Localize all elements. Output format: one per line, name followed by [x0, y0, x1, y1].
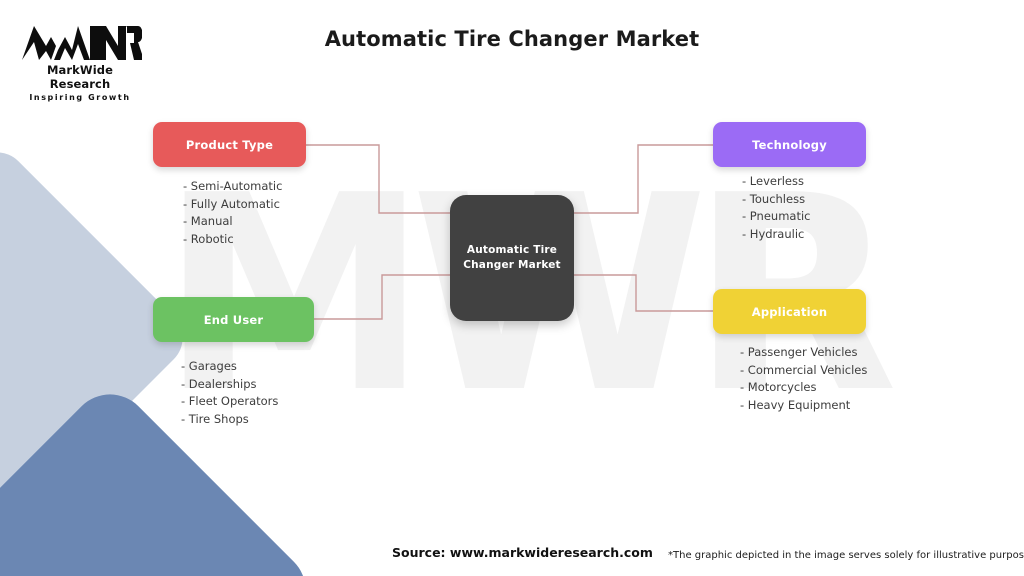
list-item: - Hydraulic: [742, 226, 805, 241]
brand-logo: MarkWide Research Inspiring Growth: [18, 24, 142, 102]
node-end-user-label: End User: [203, 312, 264, 327]
brand-tagline: Inspiring Growth: [29, 93, 131, 102]
list-technology: - Leverless - Touchless - Pneumatic - Hy…: [742, 173, 810, 243]
list-item: - Heavy Equipment: [740, 397, 851, 412]
list-item: - Tire Shops: [181, 411, 249, 426]
connector-center-to-application: [572, 274, 713, 312]
center-title-line1: Automatic Tire: [466, 244, 558, 256]
connector-enduser-to-center: [314, 274, 452, 320]
source-note: Source: www.markwideresearch.com: [392, 545, 653, 560]
list-item: - Garages: [181, 359, 237, 373]
node-product-type[interactable]: Product Type: [153, 122, 306, 167]
node-product-type-label: Product Type: [185, 137, 274, 152]
node-application[interactable]: Application: [713, 289, 866, 334]
list-item: - Passenger Vehicles: [740, 345, 858, 359]
node-end-user[interactable]: End User: [153, 297, 314, 342]
list-product-type: - Semi-Automatic - Fully Automatic - Man…: [183, 178, 282, 248]
list-item: - Fully Automatic: [183, 196, 280, 211]
list-item: - Manual: [183, 214, 233, 229]
list-item: - Fleet Operators: [181, 394, 279, 409]
mwr-logo-icon: [22, 26, 142, 60]
node-technology[interactable]: Technology: [713, 122, 866, 167]
list-item: - Dealerships: [181, 376, 257, 391]
brand-name: MarkWide Research: [47, 63, 113, 91]
list-item: - Motorcycles: [740, 380, 817, 395]
page-title: Automatic Tire Changer Market: [324, 27, 700, 51]
node-application-label: Application: [751, 304, 828, 319]
list-item: - Semi-Automatic: [183, 179, 283, 193]
node-technology-label: Technology: [752, 137, 827, 152]
disclaimer-note: *The graphic depicted in the image serve…: [668, 550, 1024, 561]
list-application: - Passenger Vehicles - Commercial Vehicl…: [740, 344, 867, 414]
list-end-user: - Garages - Dealerships - Fleet Operator…: [181, 358, 278, 428]
node-center-market[interactable]: Automatic Tire Changer Market: [450, 195, 574, 321]
list-item: - Commercial Vehicles: [740, 362, 868, 377]
list-item: - Leverless: [742, 174, 804, 188]
connector-center-to-technology: [572, 144, 713, 214]
list-item: - Pneumatic: [742, 209, 811, 224]
list-item: - Touchless: [742, 191, 806, 206]
list-item: - Robotic: [183, 231, 234, 246]
center-title-line2: Changer Market: [463, 259, 561, 271]
connector-product-to-center: [306, 144, 452, 214]
